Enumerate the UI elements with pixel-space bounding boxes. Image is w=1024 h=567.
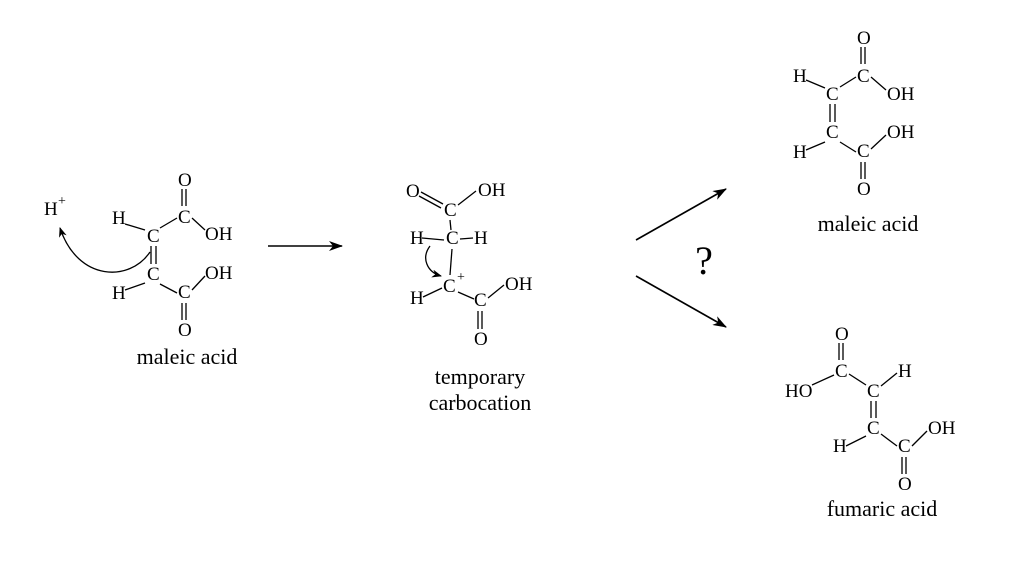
atom-c: C xyxy=(835,361,848,382)
bonds xyxy=(124,189,206,320)
atom-c: C xyxy=(867,381,880,402)
atom-oh: OH xyxy=(887,84,915,105)
label-start: maleic acid xyxy=(137,344,238,369)
atom-c: C xyxy=(443,276,456,297)
atom-h: H xyxy=(112,208,126,229)
molecule-carbocation: O OH C H C H C + H C OH O temporary carb… xyxy=(406,180,533,415)
molecule-maleic-acid-start: H + H C C O OH C H C OH O maleic acid xyxy=(44,170,237,369)
molecule-maleic-acid-product: H C C O OH C H C OH O maleic acid xyxy=(793,28,918,236)
atom-c: C xyxy=(147,264,160,285)
atom-oh: OH xyxy=(505,274,533,295)
atom-o: O xyxy=(178,170,192,191)
atom-c: C xyxy=(147,226,160,247)
atom-c: C xyxy=(826,122,839,143)
bonds xyxy=(418,190,505,329)
question-mark: ? xyxy=(695,238,713,283)
atom-h: H xyxy=(898,361,912,382)
atom-c: C xyxy=(857,141,870,162)
arrow-to-maleic xyxy=(635,188,727,241)
bonds xyxy=(811,343,928,474)
label-intermediate-line2: carbocation xyxy=(429,390,532,415)
atom-h: H xyxy=(474,228,488,249)
atom-o: O xyxy=(406,181,420,202)
atom-h: H xyxy=(793,66,807,87)
label-product-maleic: maleic acid xyxy=(818,211,919,236)
carbocation-charge: + xyxy=(457,270,465,285)
atom-c: C xyxy=(178,282,191,303)
molecule-fumaric-acid: O C HO C H C H C OH O fumaric acid xyxy=(785,324,956,521)
arrow-to-fumaric xyxy=(635,275,727,328)
atom-c: C xyxy=(826,84,839,105)
atom-oh: OH xyxy=(928,418,956,439)
curved-arrow xyxy=(59,227,151,273)
atom-o: O xyxy=(898,474,912,495)
atom-c: C xyxy=(446,228,459,249)
atom-c: C xyxy=(857,66,870,87)
atom-c: C xyxy=(178,207,191,228)
atom-c: C xyxy=(474,290,487,311)
atom-oh: OH xyxy=(205,263,233,284)
atom-o: O xyxy=(857,179,871,200)
atom-c: C xyxy=(898,436,911,457)
atom-h: H xyxy=(833,436,847,457)
atom-o: O xyxy=(474,329,488,350)
atom-c: C xyxy=(867,418,880,439)
atom-h: H xyxy=(410,288,424,309)
atom-oh: OH xyxy=(478,180,506,201)
label-intermediate-line1: temporary xyxy=(435,364,525,389)
proton-h: H xyxy=(44,199,58,220)
atom-h: H xyxy=(793,142,807,163)
atom-o: O xyxy=(857,28,871,49)
atom-h: H xyxy=(410,228,424,249)
atom-o: O xyxy=(835,324,849,345)
atom-oh: OH xyxy=(887,122,915,143)
curved-arrow xyxy=(425,245,442,278)
proton-charge: + xyxy=(58,194,66,209)
atom-oh: OH xyxy=(205,224,233,245)
atom-ho: HO xyxy=(785,381,812,402)
atom-o: O xyxy=(178,320,192,341)
label-product-fumaric: fumaric acid xyxy=(827,496,938,521)
atom-c: C xyxy=(444,200,457,221)
bonds xyxy=(805,47,887,179)
atom-h: H xyxy=(112,283,126,304)
